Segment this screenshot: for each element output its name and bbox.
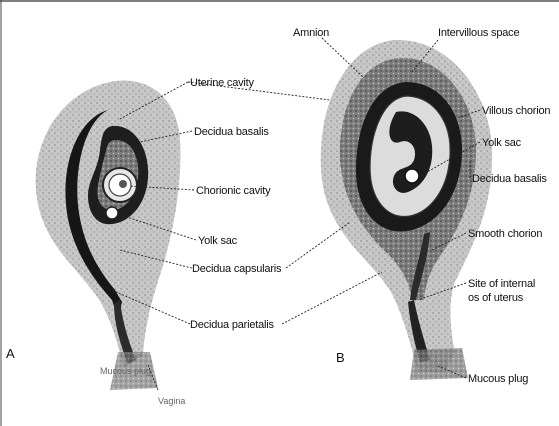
label-yolk-sac-b: Yolk sac xyxy=(482,137,522,149)
label-decidua-parietalis: Decidua parietalis xyxy=(190,319,275,331)
yolk-sac-a xyxy=(106,207,118,219)
label-mucous-plug-b: Mucous plug xyxy=(468,373,528,385)
label-yolk-sac-a: Yolk sac xyxy=(198,235,238,247)
label-intervillous-space: Intervillous space xyxy=(438,27,519,39)
panel-label-b: B xyxy=(336,350,345,365)
label-internal-os-line1: Site of internal xyxy=(468,278,535,290)
label-internal-os-line2: os of uterus xyxy=(468,292,524,304)
panel-b-illustration xyxy=(321,40,492,380)
label-decidua-basalis-b: Decidua basalis xyxy=(472,173,547,185)
label-uterine-cavity: Uterine cavity xyxy=(190,77,255,89)
label-decidua-capsularis: Decidua capsularis xyxy=(192,263,282,275)
panel-a-illustration xyxy=(36,81,181,390)
label-chorionic-cavity: Chorionic cavity xyxy=(196,185,271,197)
label-mucous-plug-a: Mucous plug xyxy=(100,366,151,376)
panel-label-a: A xyxy=(6,346,15,361)
label-amnion: Amnion xyxy=(293,27,329,39)
uterine-wall-a xyxy=(36,81,181,368)
label-villous-chorion: Villous chorion xyxy=(482,105,550,117)
label-vagina: Vagina xyxy=(158,396,185,406)
yolk-sac-b xyxy=(405,169,419,183)
label-smooth-chorion: Smooth chorion xyxy=(468,228,542,240)
label-decidua-basalis-a: Decidua basalis xyxy=(194,126,269,138)
embryo-a xyxy=(119,180,127,188)
